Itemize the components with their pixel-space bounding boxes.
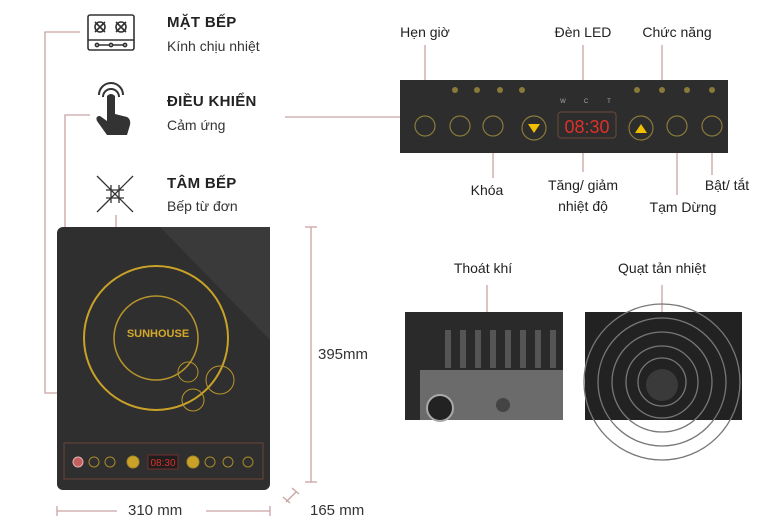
- label-power: Bật/ tắt: [704, 177, 750, 193]
- label-timer: Hẹn giờ: [400, 24, 450, 40]
- sunhouse-logo: SUNHOUSE: [127, 328, 189, 340]
- cooktop-icon: [87, 14, 135, 51]
- feature-title-coil: TÂM BẾP: [167, 175, 237, 192]
- control-panel-image: W C T 08:30: [400, 80, 728, 153]
- feature-subtitle-cooktop: Kính chịu nhiệt: [167, 38, 260, 54]
- touch-hand-icon: [96, 82, 131, 135]
- label-temp-line1: Tăng/ giảm: [547, 177, 619, 193]
- induction-stove-image: 08:30 SUNHOUSE: [57, 227, 270, 490]
- label-function: Chức năng: [642, 24, 712, 40]
- dimension-depth: 165 mm: [310, 502, 365, 519]
- feature-title-control: ĐIỀU KHIỂN: [167, 93, 257, 110]
- cooling-fan-photo: [583, 303, 742, 461]
- mode-t: T: [607, 99, 611, 105]
- mode-c: C: [584, 99, 589, 105]
- label-exhaust: Thoát khí: [453, 260, 513, 276]
- label-lock: Khóa: [470, 182, 504, 198]
- label-temp-line2: nhiệt độ: [558, 198, 608, 214]
- feature-subtitle-coil: Bếp từ đơn: [167, 198, 238, 214]
- label-led: Đèn LED: [554, 24, 612, 40]
- stove-led-display: 08:30: [150, 458, 175, 469]
- label-pause: Tạm Dừng: [649, 199, 717, 215]
- feature-title-cooktop: MẶT BẾP: [167, 14, 237, 31]
- feature-subtitle-control: Cảm ứng: [167, 117, 226, 133]
- mode-w: W: [560, 99, 566, 105]
- panel-led-display: 08:30: [564, 117, 609, 137]
- dimension-width: 310 mm: [128, 502, 183, 519]
- dimension-height: 395mm: [318, 346, 369, 363]
- label-fan: Quạt tản nhiệt: [618, 260, 706, 276]
- exhaust-vent-photo: [405, 312, 563, 422]
- induction-coil-icon: [96, 175, 134, 213]
